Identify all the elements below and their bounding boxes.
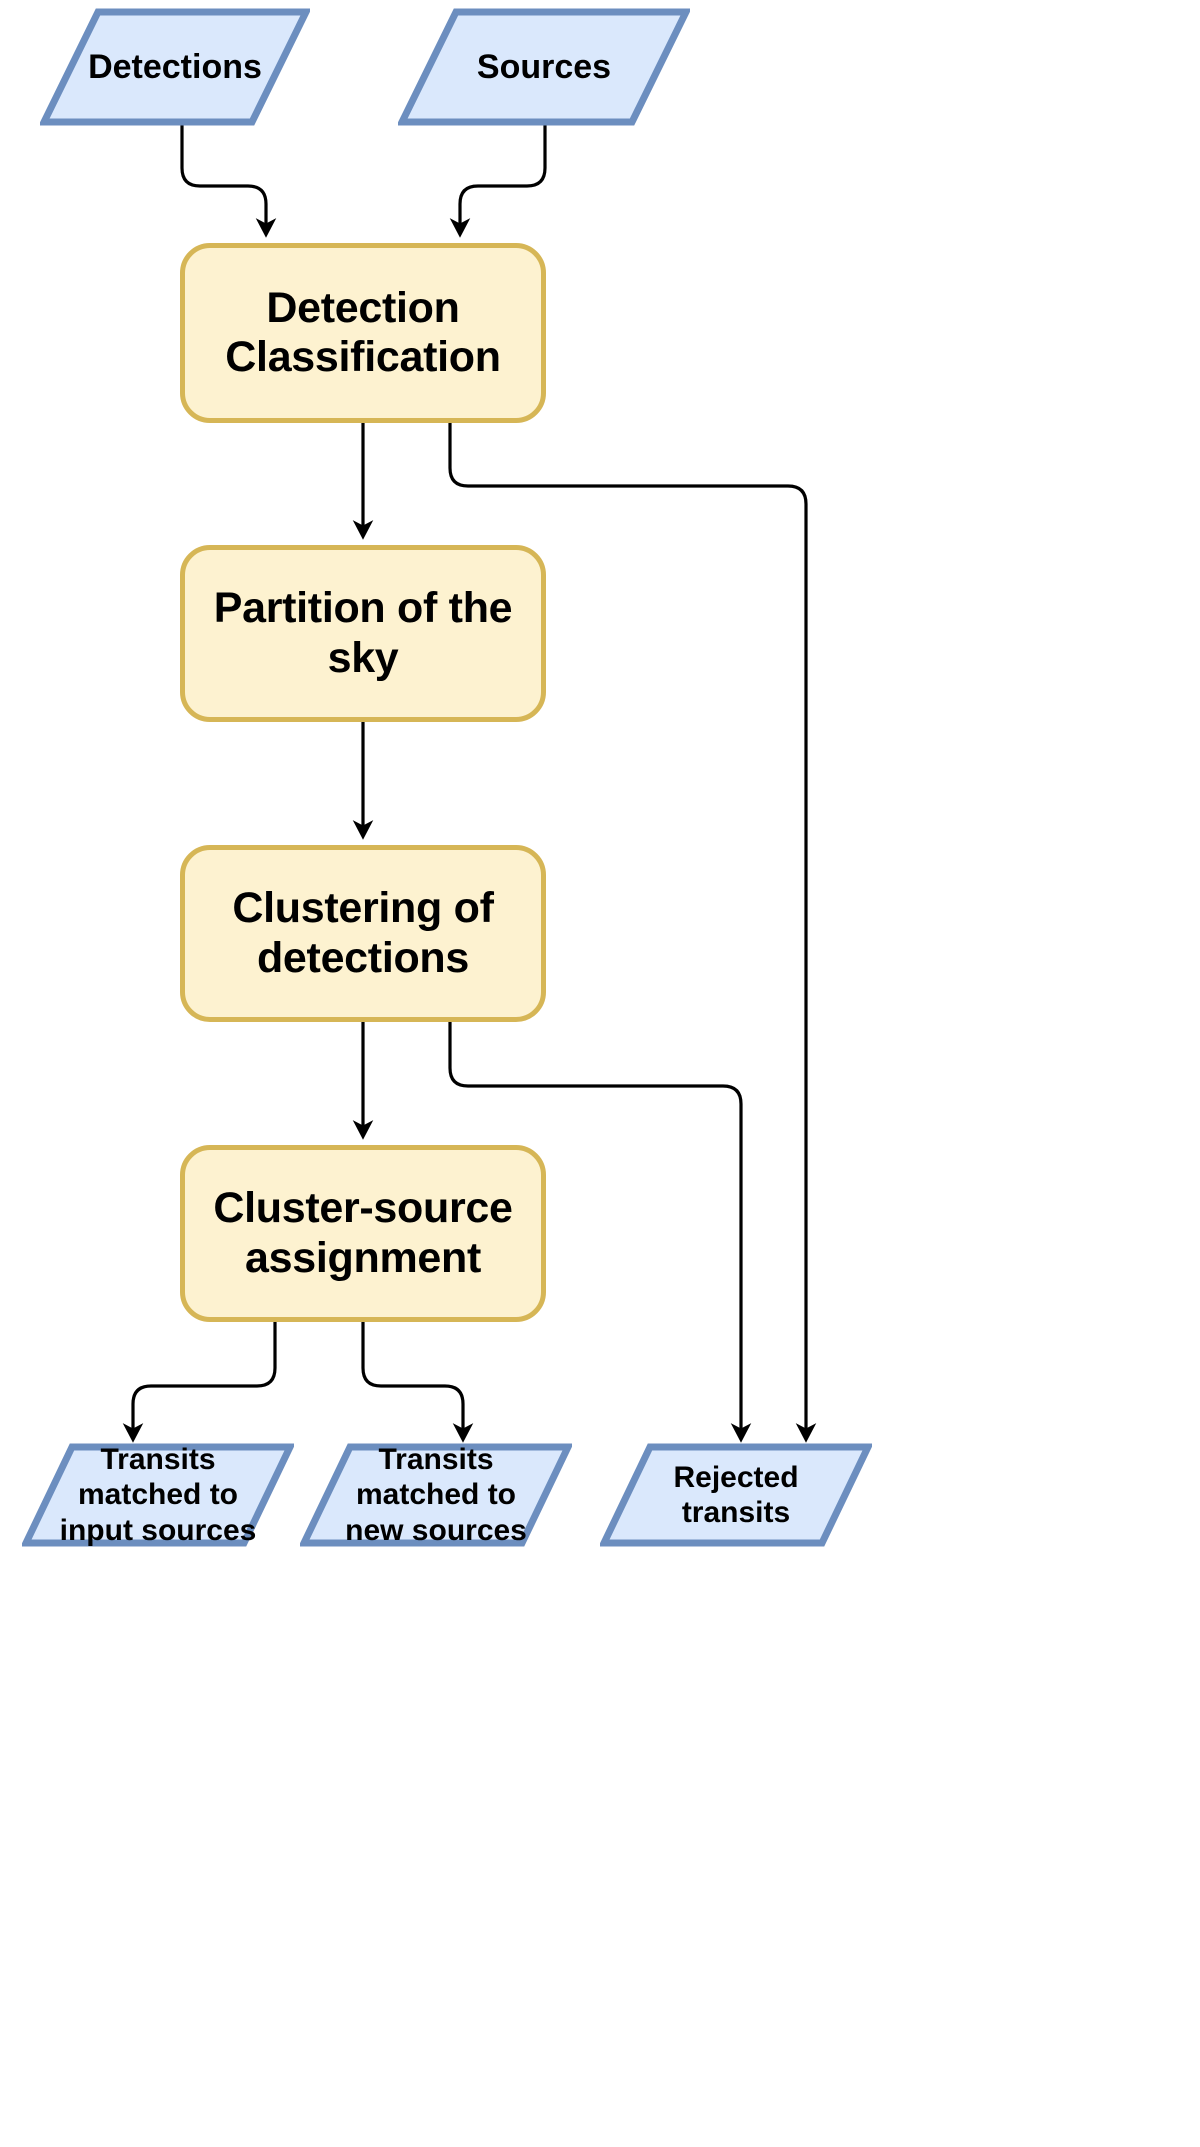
process-detection-classification[interactable]: Detection Classification bbox=[180, 243, 546, 423]
edge-assignment-to-new-sources bbox=[361, 1322, 474, 1443]
output-node-transits-input-sources[interactable]: Transits matched to input sources bbox=[22, 1443, 294, 1547]
output-label-rejected-transits: Rejected transits bbox=[673, 1460, 799, 1529]
parallelogram-shape bbox=[300, 1443, 572, 1547]
input-label-detections: Detections bbox=[88, 47, 262, 86]
output-label-transits-new-sources: Transits matched to new sources bbox=[345, 1442, 527, 1547]
process-cluster-source-assignment[interactable]: Cluster-source assignment bbox=[180, 1145, 546, 1322]
process-label-clustering-of-detections: Clustering of detections bbox=[232, 884, 494, 982]
edge-detections-to-classification bbox=[180, 122, 277, 238]
parallelogram-shape bbox=[40, 8, 310, 126]
process-clustering-of-detections[interactable]: Clustering of detections bbox=[180, 845, 546, 1022]
parallelogram-shape bbox=[398, 8, 690, 126]
process-partition-of-the-sky[interactable]: Partition of the sky bbox=[180, 545, 546, 722]
output-node-rejected-transits[interactable]: Rejected transits bbox=[600, 1443, 872, 1547]
input-node-detections[interactable]: Detections bbox=[40, 8, 310, 126]
output-node-transits-new-sources[interactable]: Transits matched to new sources bbox=[300, 1443, 572, 1547]
input-label-sources: Sources bbox=[476, 47, 612, 86]
process-label-partition-of-the-sky: Partition of the sky bbox=[213, 584, 513, 682]
input-node-sources[interactable]: Sources bbox=[398, 8, 690, 126]
edge-sources-to-classification bbox=[449, 122, 547, 238]
parallelogram-shape bbox=[600, 1443, 872, 1547]
edge-assignment-to-input-sources bbox=[122, 1322, 277, 1443]
process-label-cluster-source-assignment: Cluster-source assignment bbox=[213, 1184, 513, 1282]
parallelogram-shape bbox=[22, 1443, 294, 1547]
output-label-transits-input-sources: Transits matched to input sources bbox=[59, 1442, 257, 1547]
process-label-detection-classification: Detection Classification bbox=[225, 283, 501, 381]
